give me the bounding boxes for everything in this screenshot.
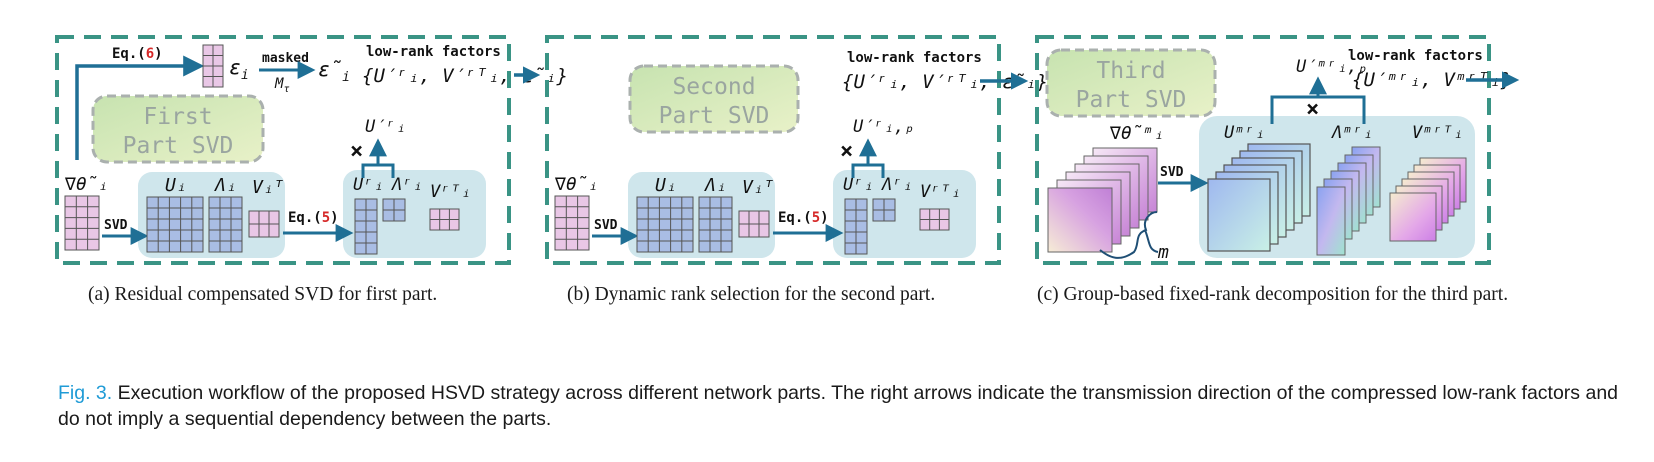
panel-b-lowrank-expr: {U′ʳᵢ, V′ʳᵀᵢ, ε̃ᵢ} [842, 71, 1048, 93]
hsvd-workflow-diagram: First Part SVD Eq.(6) εi masked Mτ ε̃i l… [55, 35, 1520, 265]
panel-c-lambda-mr: Λᵐʳᵢ [1331, 123, 1373, 143]
panel-c-m-brace-tail [1144, 229, 1159, 253]
panel-a-svd-label-line2: Part SVD [123, 133, 234, 159]
panel-b-lambda-i: Λᵢ [704, 175, 727, 196]
panel-a-u-prime-r: U′ʳᵢ [365, 117, 406, 137]
panel-c-svd-label-line1: Third [1096, 58, 1165, 84]
panel-b-vr-grid [919, 208, 950, 231]
panel-a-svd-text: SVD [104, 218, 128, 233]
panel-b-lambda-r: Λʳᵢ [881, 175, 913, 195]
panel-a-eps-tilde: ε̃i [318, 57, 350, 85]
panel-a-svd-label-box [91, 94, 265, 164]
panel-a-epsilon: εi [229, 55, 249, 83]
panel-b-lambdar-grid [872, 198, 896, 222]
panel-a-u-i: Uᵢ [165, 175, 187, 196]
panel-a-grad-grid [64, 195, 100, 251]
panel-b-svd-text: SVD [594, 218, 618, 233]
panel-b-svd-label-box [628, 64, 800, 134]
panel-a-masked-label: masked [262, 51, 309, 66]
panel-b-u-prime-r-p: U′ʳᵢ,ₚ [853, 117, 914, 137]
panel-b-times: × [840, 139, 853, 164]
panel-c-svd-text: SVD [1160, 165, 1184, 180]
panel-c-input-stack [1047, 147, 1158, 253]
panel-a-svd-label-line1: First [143, 104, 212, 130]
panel-a-lambdar-grid [382, 198, 406, 222]
panel-a: First Part SVD Eq.(6) εi masked Mτ ε̃i l… [55, 35, 568, 265]
panel-b-v-r-t: Vʳᵀᵢ [920, 182, 961, 202]
panel-a-v-grid [248, 210, 280, 238]
panel-b-lambda-grid [698, 196, 733, 253]
panel-b-svd-label-line2: Part SVD [659, 103, 770, 129]
panel-b-v-i-t: Vᵢᵀ [742, 177, 775, 198]
panel-a-dashed-border [55, 35, 511, 265]
panel-a-u-r: Uʳᵢ [353, 175, 384, 195]
panel-a-lowrank-bg [343, 170, 486, 258]
panel-a-m-tau: Mτ [274, 76, 289, 95]
panel-c-m-brace [1099, 211, 1158, 259]
panel-c-v-mr-t: Vᵐʳᵀᵢ [1412, 123, 1463, 143]
panel-a-eq6-label: Eq.(6) [112, 46, 163, 62]
panel-a-ur-grid [354, 198, 378, 255]
panel-a-eq6-arrow [75, 55, 205, 160]
panel-a-epsilon-grid [202, 44, 224, 88]
figure-label: Fig. 3. [58, 382, 113, 404]
caption-a: (a) Residual compensated SVD for first p… [88, 284, 438, 305]
panel-a-lambda-grid [208, 196, 243, 253]
caption-c: (c) Group-based fixed-rank decomposition… [1037, 284, 1509, 305]
panel-b-u-r: Uʳᵢ [843, 175, 874, 195]
panel-a-lambda-i: Λᵢ [214, 175, 237, 196]
figure-caption-text: Execution workflow of the proposed HSVD … [58, 382, 1619, 430]
panel-a-times: × [350, 139, 363, 164]
panel-a-grad-theta: ∇θ̃ᵢ [64, 174, 108, 195]
panel-b-u-grid [636, 196, 694, 253]
panel-c-v-stack [1389, 157, 1467, 242]
panel-a-eq5-label: Eq.(5) [288, 210, 339, 226]
panel-b-grad-theta: ∇θ̃ᵢ [554, 174, 598, 195]
panel-c-dashed-border [1035, 35, 1491, 265]
panel-b-lowrank-bg [833, 170, 976, 258]
panel-b-grad-grid [554, 195, 590, 251]
caption-b: (b) Dynamic rank selection for the secon… [567, 284, 936, 305]
panel-b-dashed-border [545, 35, 1001, 265]
panel-c: Third Part SVD low-rank factors {U′ᵐʳᵢ, … [1035, 35, 1520, 265]
panel-c-u-prime-mr-p: U′ᵐʳᵢ,ₚ [1296, 57, 1368, 77]
panel-c-u-mr: Uᵐʳᵢ [1224, 123, 1265, 143]
panel-b-eq5-label: Eq.(5) [778, 210, 829, 226]
panel-c-svd-label-box [1045, 48, 1217, 118]
panel-a-lambda-r: Λʳᵢ [391, 175, 423, 195]
panel-a-v-r-t: Vʳᵀᵢ [430, 182, 471, 202]
panel-b-ur-grid [844, 198, 868, 255]
panel-a-v-i-t: Vᵢᵀ [252, 177, 285, 198]
panel-c-lambda-stack [1316, 146, 1381, 256]
panel-c-lowrank-expr: {U′ᵐʳᵢ, Vᵐʳᵀᵢ} [1352, 69, 1512, 91]
panel-c-product-bracket [1270, 95, 1366, 124]
panel-b-v-grid [738, 210, 770, 238]
panel-b-lowrank-title: low-rank factors [847, 50, 982, 66]
panel-a-lowrank-title: low-rank factors [366, 44, 501, 60]
panel-b-u-i: Uᵢ [655, 175, 677, 196]
panel-c-u-stack [1207, 143, 1311, 252]
panel-c-m: m [1157, 242, 1169, 263]
panel-a-vr-grid [429, 208, 460, 231]
panel-a-u-grid [146, 196, 204, 253]
panel-b-svd-label-line1: Second [672, 74, 755, 100]
panel-c-svd-label-line2: Part SVD [1076, 87, 1187, 113]
figure-caption: Fig. 3. Execution workflow of the propos… [58, 380, 1618, 432]
panel-c-times: × [1306, 97, 1319, 122]
panel-a-lowrank-expr: {U′ʳᵢ, V′ʳᵀᵢ, ε̃ᵢ} [362, 65, 568, 87]
panel-b: Second Part SVD low-rank factors {U′ʳᵢ, … [545, 35, 1048, 265]
panel-c-lowrank-title: low-rank factors [1348, 48, 1483, 64]
panel-c-grad-theta-m: ∇θ̃ᵐᵢ [1109, 123, 1164, 144]
